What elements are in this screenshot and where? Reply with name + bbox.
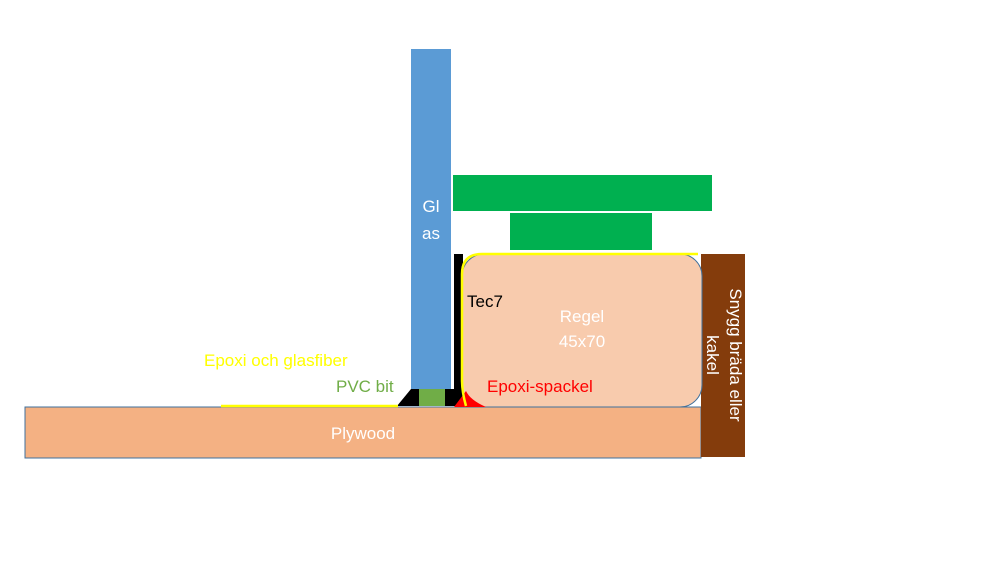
green-block-bottom (510, 213, 652, 250)
epoxy-fiberglass-line (221, 252, 698, 408)
regel-label-line2: 45x70 (559, 332, 605, 351)
glass-label-line2: as (422, 224, 440, 243)
regel-label-line1: Regel (560, 307, 604, 326)
glass-label-line1: Gl (423, 197, 440, 216)
tec7-label: Tec7 (467, 292, 503, 311)
plywood-board (24, 406, 702, 459)
epoxy-filler-shape (454, 391, 486, 407)
plywood-label: Plywood (331, 424, 395, 443)
epoxy-fiberglass-label: Epoxi och glasfiber (204, 351, 348, 370)
glass-pane (411, 49, 451, 389)
pvc-piece (419, 389, 445, 406)
epoxy-filler-label: Epoxi-spackel (487, 377, 593, 396)
trim-board (701, 254, 745, 457)
sealant-fillet-left (397, 389, 419, 406)
trim-label-line1: Snygg bräda eller (726, 288, 745, 422)
pvc-piece-label: PVC bit (336, 377, 394, 396)
trim-label-line2: kakel (703, 335, 722, 375)
green-block-top (453, 175, 712, 211)
tec7-strip (454, 254, 463, 394)
